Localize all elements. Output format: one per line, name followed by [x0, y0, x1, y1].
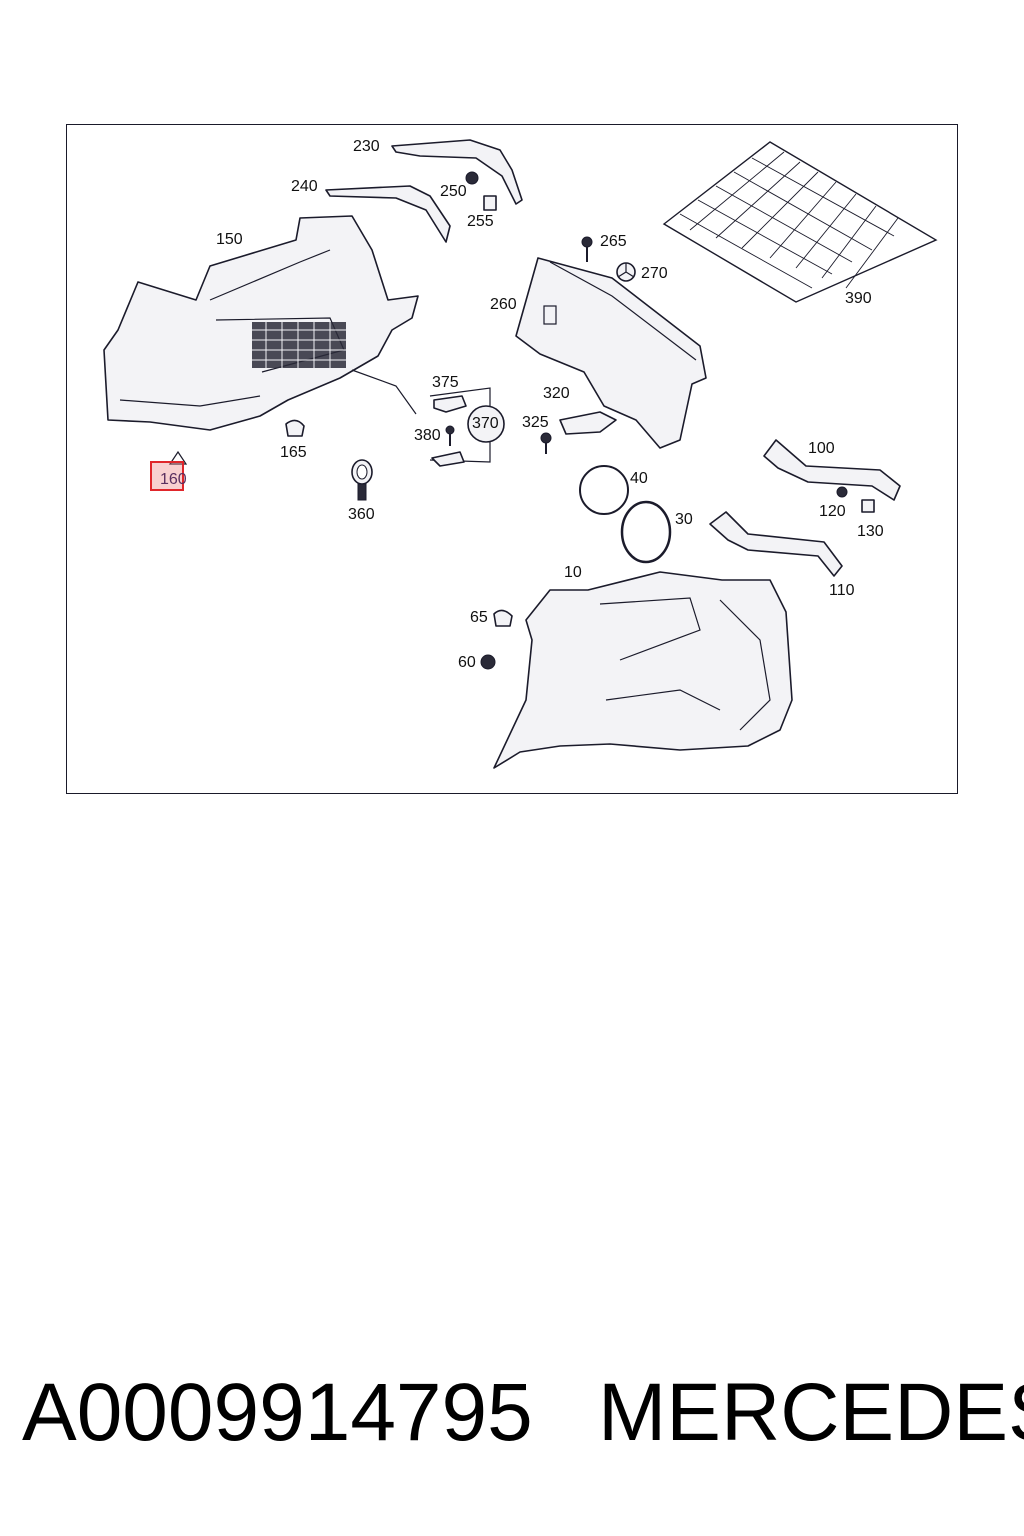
label-130: 130 [857, 523, 884, 540]
label-325: 325 [522, 414, 549, 431]
label-165: 165 [280, 444, 307, 461]
highlight-160 [150, 461, 184, 491]
label-110: 110 [829, 582, 855, 599]
label-390: 390 [845, 290, 872, 307]
label-230: 230 [353, 138, 380, 155]
label-370: 370 [472, 415, 499, 432]
label-320: 320 [543, 385, 570, 402]
part-100-trim-strip[interactable] [763, 439, 901, 501]
part-270-emblem[interactable] [616, 262, 636, 282]
label-10: 10 [564, 564, 582, 581]
part-250-clip[interactable] [465, 171, 479, 185]
label-265: 265 [600, 233, 627, 250]
label-240: 240 [291, 178, 318, 195]
part-375-cover[interactable] [433, 395, 467, 413]
brand-name: MERCEDES [598, 1367, 1024, 1458]
label-375: 375 [432, 374, 459, 391]
label-40: 40 [630, 470, 648, 487]
label-150: 150 [216, 231, 243, 248]
label-255: 255 [467, 213, 494, 230]
part-260-rear-panel[interactable] [515, 257, 707, 449]
part-165-plug[interactable] [285, 419, 305, 437]
label-30: 30 [675, 511, 693, 528]
part-120-clip[interactable] [836, 486, 848, 498]
part-60-nut[interactable] [480, 654, 496, 670]
parts-diagram [103, 139, 938, 769]
label-380: 380 [414, 427, 441, 444]
label-260: 260 [490, 296, 517, 313]
cable-360 [351, 369, 417, 415]
label-100: 100 [808, 440, 835, 457]
part-320-handle[interactable] [559, 411, 617, 435]
part-30-seal-ring[interactable] [620, 500, 672, 564]
part-380-screw[interactable] [445, 425, 455, 446]
part-360-lashing-eye[interactable] [351, 459, 373, 501]
part-65-plug[interactable] [493, 609, 513, 627]
part-390-cargo-net[interactable] [662, 141, 938, 303]
part-40-cover-disc[interactable] [579, 465, 629, 515]
diagram-frame [66, 124, 958, 794]
part-130-clip[interactable] [861, 499, 875, 513]
part-10-right-side-trim[interactable] [493, 571, 793, 769]
label-60: 60 [458, 654, 476, 671]
storage-net-150 [252, 322, 346, 368]
label-360: 360 [348, 506, 375, 523]
label-160[interactable]: 160 [160, 471, 187, 488]
part-lower-cover [431, 451, 465, 467]
label-270: 270 [641, 265, 668, 282]
part-230-trim-strip[interactable] [391, 139, 523, 205]
part-110-trim-strip[interactable] [709, 511, 843, 577]
label-120: 120 [819, 503, 846, 520]
part-265-screw[interactable] [581, 236, 593, 262]
label-250: 250 [440, 183, 467, 200]
part-160-clip[interactable] [168, 450, 188, 465]
part-number: A0009914795 [22, 1367, 533, 1458]
part-255-clip[interactable] [483, 195, 497, 211]
part-325-screw[interactable] [540, 432, 552, 454]
label-65: 65 [470, 609, 488, 626]
part-240-trim-strip[interactable] [325, 185, 451, 243]
